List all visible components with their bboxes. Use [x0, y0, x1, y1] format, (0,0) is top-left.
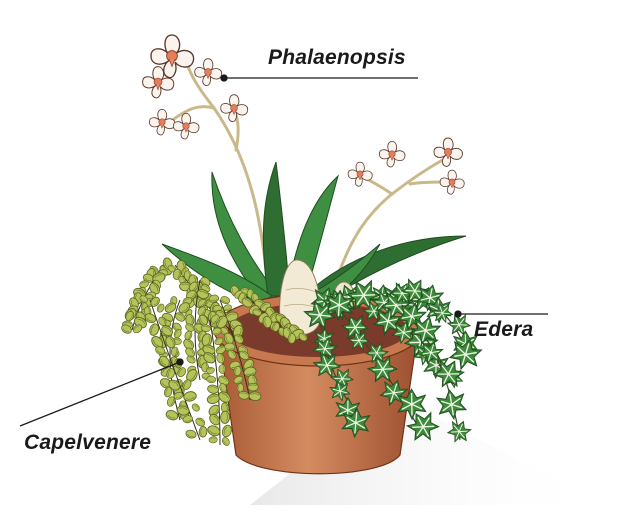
leader-dot-icon: [220, 74, 228, 82]
leader-lines: [19, 74, 548, 427]
label-capelvenere: Capelvenere: [24, 431, 152, 454]
label-phalaenopsis: Phalaenopsis: [268, 46, 406, 69]
label-edera: Edera: [474, 318, 534, 341]
leader-dot-icon: [454, 310, 462, 318]
orchid-stems: [168, 64, 452, 302]
leader-dot-icon: [176, 358, 184, 366]
ground-shadow: [250, 395, 610, 505]
ivy-plant: [301, 274, 485, 447]
